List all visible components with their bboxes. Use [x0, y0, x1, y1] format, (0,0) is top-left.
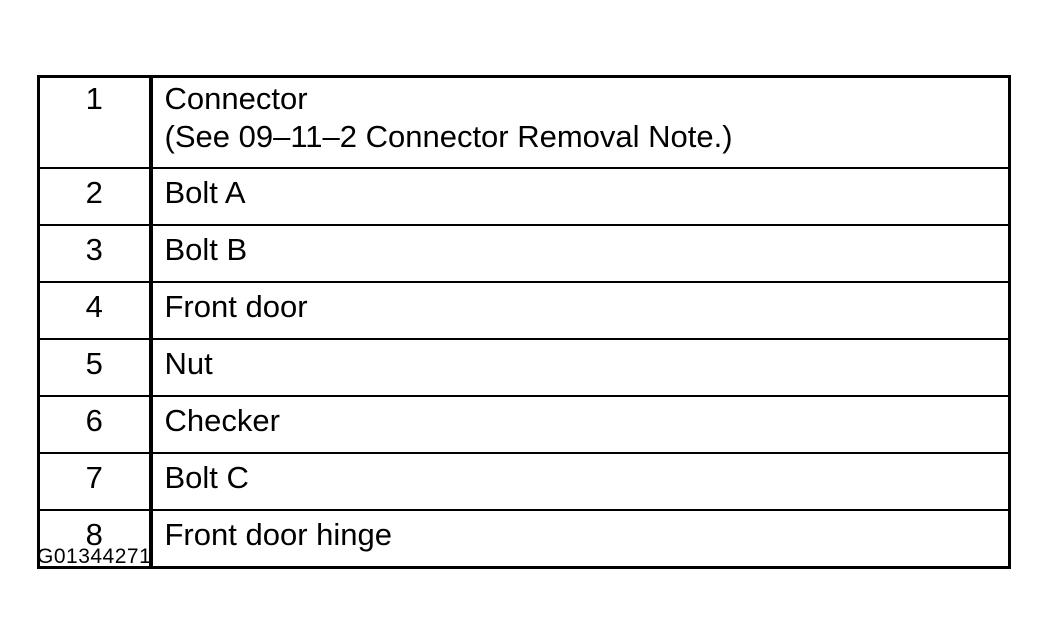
table-row: 5 Nut — [37, 338, 1011, 397]
figure-code: G01344271 — [37, 545, 152, 568]
item-description-note: (See 09–11–2 Connector Removal Note.) — [164, 119, 733, 154]
table-row: 2 Bolt A — [37, 167, 1011, 226]
item-number: 3 — [37, 224, 153, 283]
table-row: 8 Front door hinge — [37, 509, 1011, 569]
item-description-line: Checker — [164, 403, 280, 438]
item-description-line: Bolt A — [164, 175, 246, 210]
item-number: 2 — [37, 167, 153, 226]
item-number: 1 — [37, 75, 153, 169]
item-description-line: Front door hinge — [164, 517, 392, 552]
item-description-line: Connector — [164, 81, 308, 116]
item-description-line: Nut — [164, 346, 213, 381]
item-description-line: Bolt B — [164, 232, 248, 267]
table-row: 1 Connector (See 09–11–2 Connector Remov… — [37, 75, 1011, 169]
item-description: Front door — [149, 281, 1011, 340]
item-number: 7 — [37, 452, 153, 511]
table-row: 6 Checker — [37, 395, 1011, 454]
table-row: 4 Front door — [37, 281, 1011, 340]
item-description: Nut — [149, 338, 1011, 397]
item-description: Front door hinge — [149, 509, 1011, 569]
table-row: 7 Bolt C — [37, 452, 1011, 511]
item-description: Bolt B — [149, 224, 1011, 283]
item-description: Bolt C — [149, 452, 1011, 511]
item-description: Bolt A — [149, 167, 1011, 226]
item-number: 6 — [37, 395, 153, 454]
table-row: 3 Bolt B — [37, 224, 1011, 283]
item-description: Checker — [149, 395, 1011, 454]
parts-table: 1 Connector (See 09–11–2 Connector Remov… — [37, 75, 1011, 569]
item-description-line: Front door — [164, 289, 308, 324]
item-number: 8 — [37, 509, 153, 569]
item-description-line: Bolt C — [164, 460, 249, 495]
item-description: Connector (See 09–11–2 Connector Removal… — [149, 75, 1011, 169]
item-number: 4 — [37, 281, 153, 340]
item-number: 5 — [37, 338, 153, 397]
